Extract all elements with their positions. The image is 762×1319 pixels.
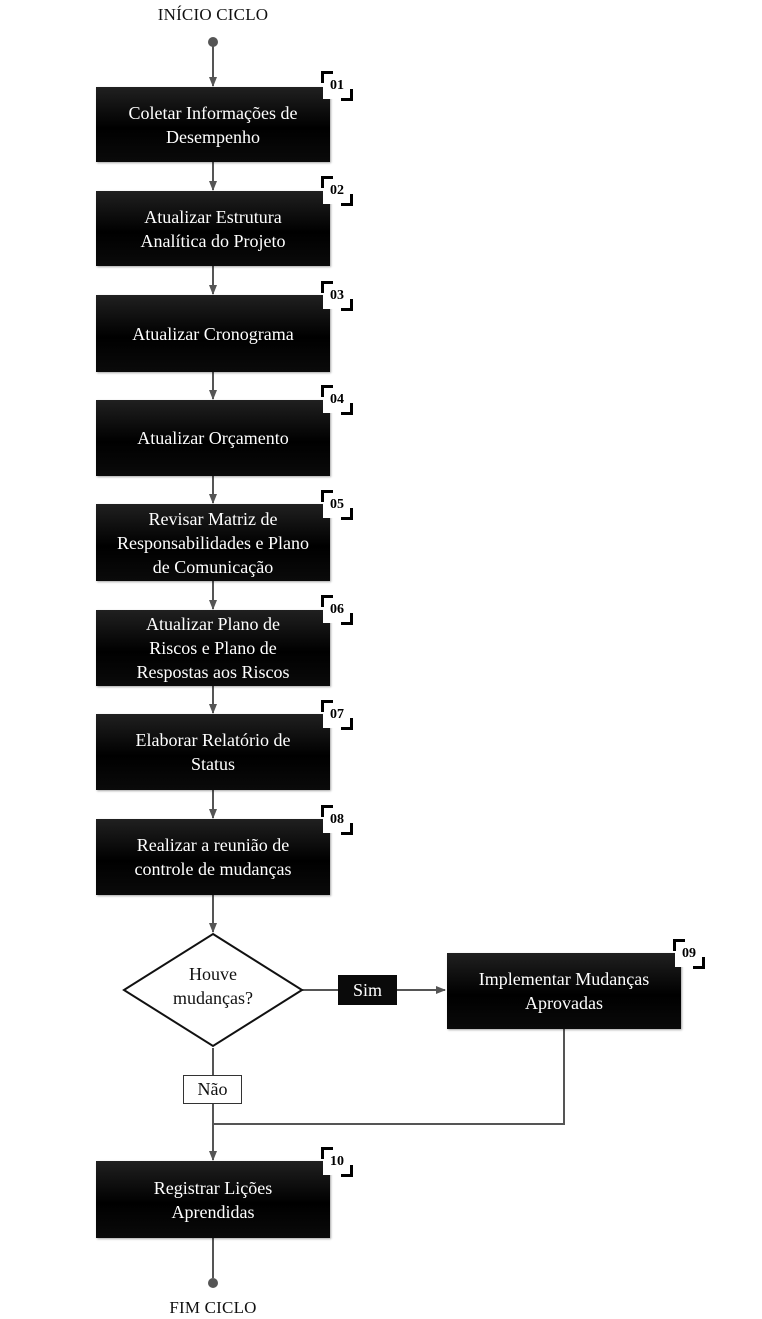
step-05-number-badge: 05	[321, 490, 353, 520]
step-08-number-badge: 08	[321, 805, 353, 835]
step-08-text: Realizar a reunião de controle de mudanç…	[134, 835, 292, 879]
step-09-text: Implementar Mudanças Aprovadas	[478, 969, 650, 1013]
decision-diamond	[122, 932, 304, 1048]
step-04[interactable]: Atualizar Orçamento	[96, 400, 330, 476]
step-03-text: Atualizar Cronograma	[132, 323, 294, 344]
step-04-number-badge: 04	[321, 385, 353, 415]
step-07-number-badge: 07	[321, 700, 353, 730]
step-05-text: Revisar Matriz de Responsabilidades e Pl…	[117, 508, 309, 577]
step-10[interactable]: Registrar Lições Aprendidas	[96, 1161, 330, 1238]
step-03-number-badge: 03	[321, 281, 353, 311]
step-07-text: Elaborar Relatório de Status	[135, 730, 291, 774]
step-02-text: Atualizar Estrutura Analítica do Projeto	[140, 206, 286, 251]
step-10-text: Registrar Lições Aprendidas	[153, 1177, 273, 1222]
edge-09-merge	[213, 1028, 565, 1125]
step-06-number-badge: 06	[321, 595, 353, 625]
step-04-text: Atualizar Orçamento	[137, 428, 289, 448]
step-07[interactable]: Elaborar Relatório de Status	[96, 714, 330, 790]
step-02-number-badge: 02	[321, 176, 353, 206]
step-09-number-badge: 09	[673, 939, 705, 969]
step-01-number-badge: 01	[321, 71, 353, 101]
edge-label-yes: Sim	[338, 975, 397, 1005]
start-label: INÍCIO CICLO	[157, 5, 269, 24]
step-01[interactable]: Coletar Informações de Desempenho	[96, 87, 330, 162]
step-10-number-badge: 10	[321, 1147, 353, 1177]
decision-text: Houve mudanças?	[173, 964, 253, 1008]
step-09[interactable]: Implementar Mudanças Aprovadas	[447, 953, 681, 1029]
step-06-text: Atualizar Plano de Riscos e Plano de Res…	[136, 614, 290, 682]
end-label: FIM CICLO	[169, 1298, 257, 1317]
start-node	[208, 37, 218, 47]
step-02[interactable]: Atualizar Estrutura Analítica do Projeto	[96, 191, 330, 266]
step-03[interactable]: Atualizar Cronograma	[96, 295, 330, 372]
step-06[interactable]: Atualizar Plano de Riscos e Plano de Res…	[96, 610, 330, 686]
step-05[interactable]: Revisar Matriz de Responsabilidades e Pl…	[96, 504, 330, 581]
step-08[interactable]: Realizar a reunião de controle de mudanç…	[96, 819, 330, 895]
edge-label-no: Não	[183, 1075, 242, 1104]
step-01-text: Coletar Informações de Desempenho	[128, 102, 298, 147]
end-node	[208, 1278, 218, 1288]
